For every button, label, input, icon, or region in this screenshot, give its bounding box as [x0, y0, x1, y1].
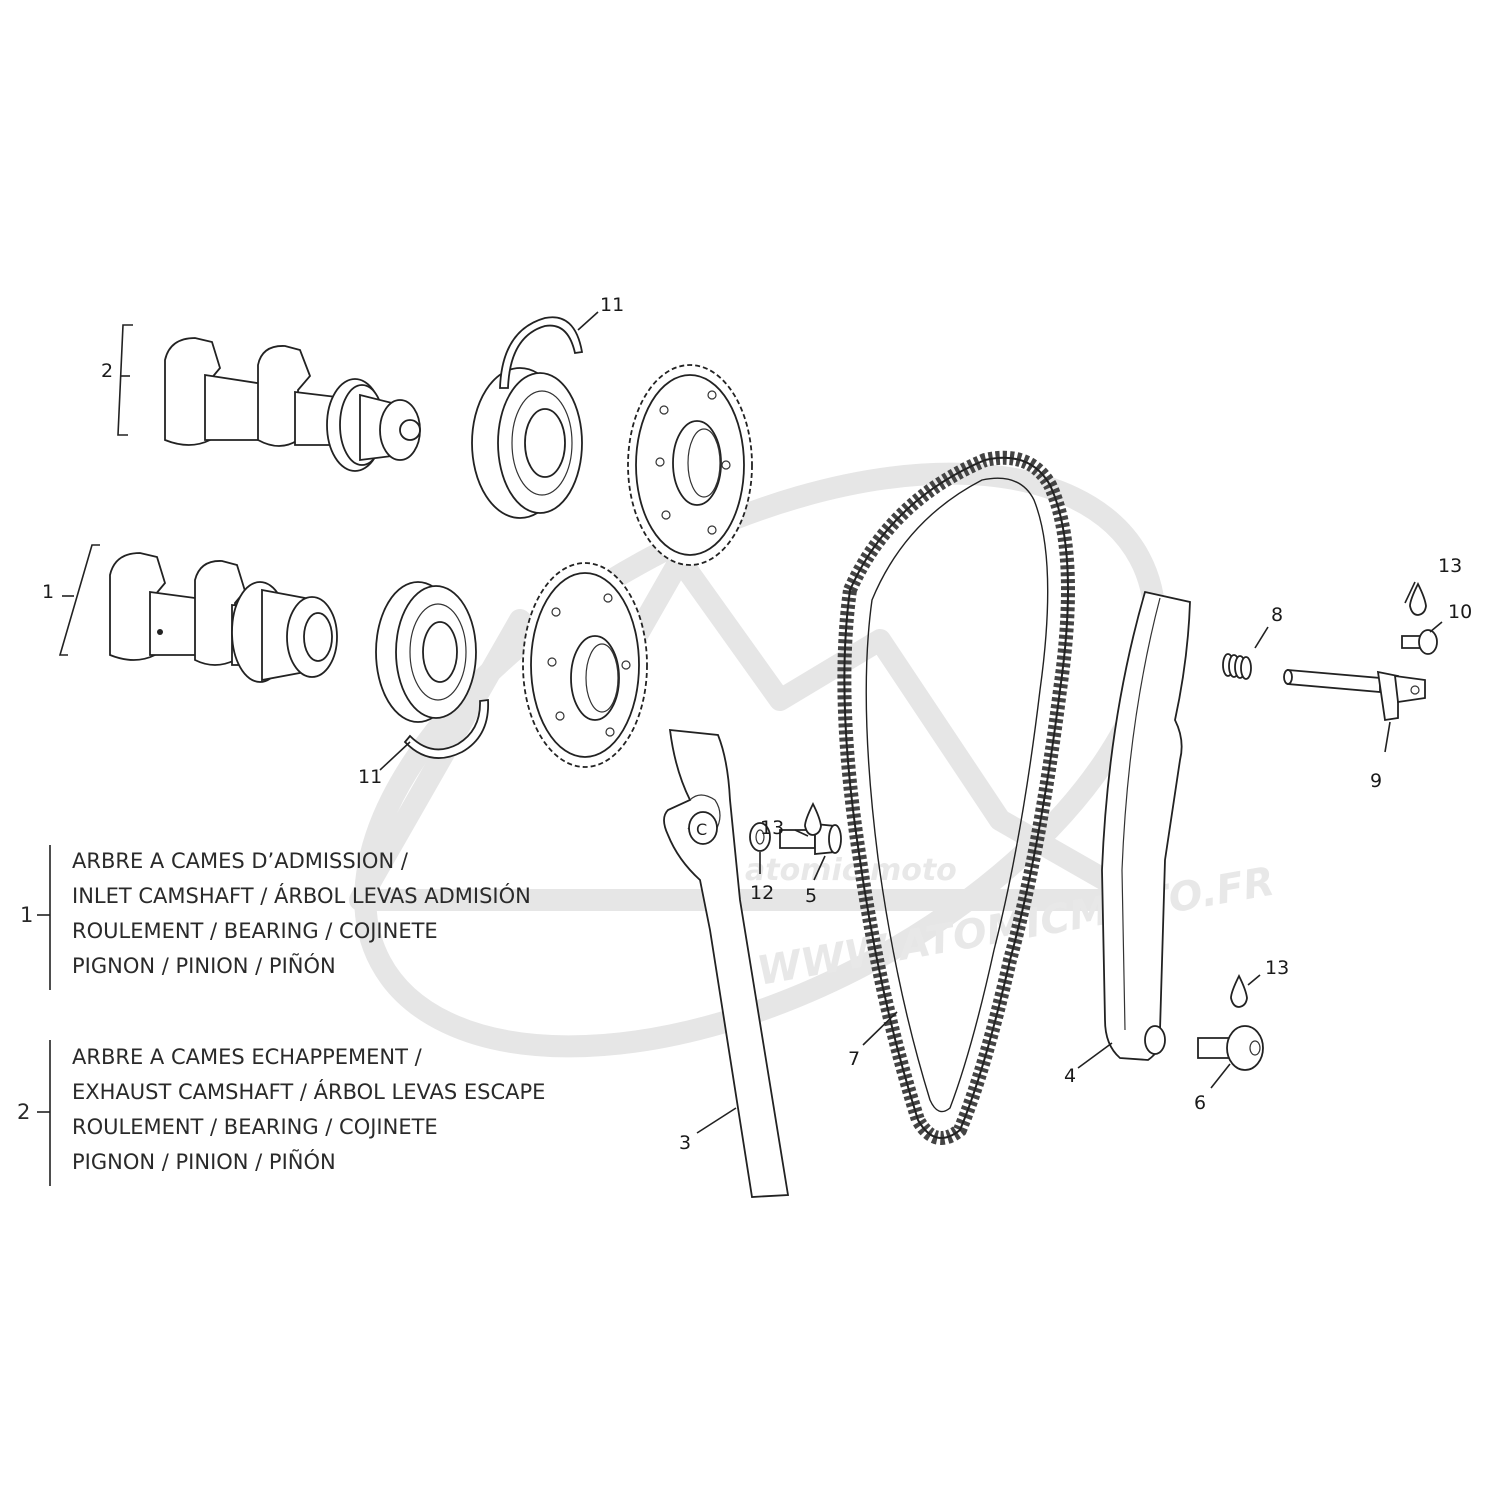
chain-guide-fixed: C	[663, 728, 790, 1198]
tensioner-screw	[1401, 629, 1438, 655]
inlet-bearing	[375, 581, 477, 723]
callout-2: 2	[101, 360, 113, 382]
callout-1: 1	[42, 581, 54, 603]
callout-13-b: 13	[760, 817, 784, 839]
callout-6: 6	[1194, 1092, 1206, 1114]
callout-13-a: 13	[1438, 555, 1462, 577]
inlet-sprocket	[522, 562, 648, 768]
callout-4: 4	[1064, 1065, 1076, 1087]
callout-11-upper: 11	[600, 294, 624, 316]
circlip-lower	[403, 698, 489, 759]
legend-1-line: PIGNON / PINION / PIÑÓN	[72, 952, 336, 978]
timing-chain	[837, 450, 1075, 1145]
circlip-upper	[499, 316, 584, 389]
legend: 1 ARBRE A CAMES D’ADMISSION / INLET CAMS…	[17, 849, 545, 1174]
legend-1-line: ARBRE A CAMES D’ADMISSION /	[72, 849, 409, 873]
chain-tensioner-blade	[1101, 590, 1191, 1061]
tensioner-spring	[1222, 653, 1252, 680]
callout-12: 12	[750, 882, 774, 904]
callout-13-c: 13	[1265, 957, 1289, 979]
oil-drop-icon-a	[1409, 581, 1427, 616]
washer	[749, 822, 771, 852]
callout-9: 9	[1370, 770, 1382, 792]
oil-drop-icon-b	[804, 801, 822, 836]
legend-2-number: 2	[17, 1100, 30, 1124]
svg-text:C: C	[696, 820, 707, 839]
callout-10: 10	[1448, 601, 1472, 623]
callout-7: 7	[848, 1048, 860, 1070]
legend-1-line: ROULEMENT / BEARING / COJINETE	[72, 919, 438, 943]
legend-2-line: EXHAUST CAMSHAFT / ÁRBOL LEVAS ESCAPE	[72, 1079, 545, 1104]
exhaust-camshaft	[164, 337, 421, 472]
exhaust-sprocket	[627, 364, 753, 566]
callout-11-lower: 11	[358, 766, 382, 788]
tensioner-pivot-bolt	[1197, 1025, 1264, 1071]
watermark-logo-text: atomic moto	[745, 853, 957, 888]
callout-5: 5	[805, 885, 817, 907]
legend-2-line: ARBRE A CAMES ECHAPPEMENT /	[72, 1045, 423, 1069]
inlet-camshaft	[109, 552, 338, 683]
oil-drop-icon-c	[1230, 973, 1248, 1008]
tensioner-plunger	[1283, 669, 1426, 722]
legend-2-line: PIGNON / PINION / PIÑÓN	[72, 1148, 336, 1174]
exhaust-bearing	[471, 367, 583, 519]
legend-2-line: ROULEMENT / BEARING / COJINETE	[72, 1115, 438, 1139]
callout-3: 3	[679, 1132, 691, 1154]
legend-1-line: INLET CAMSHAFT / ÁRBOL LEVAS ADMISIÓN	[72, 883, 531, 908]
leader-lines	[37, 311, 1443, 1186]
callout-8: 8	[1271, 604, 1283, 626]
legend-1-number: 1	[20, 903, 33, 927]
